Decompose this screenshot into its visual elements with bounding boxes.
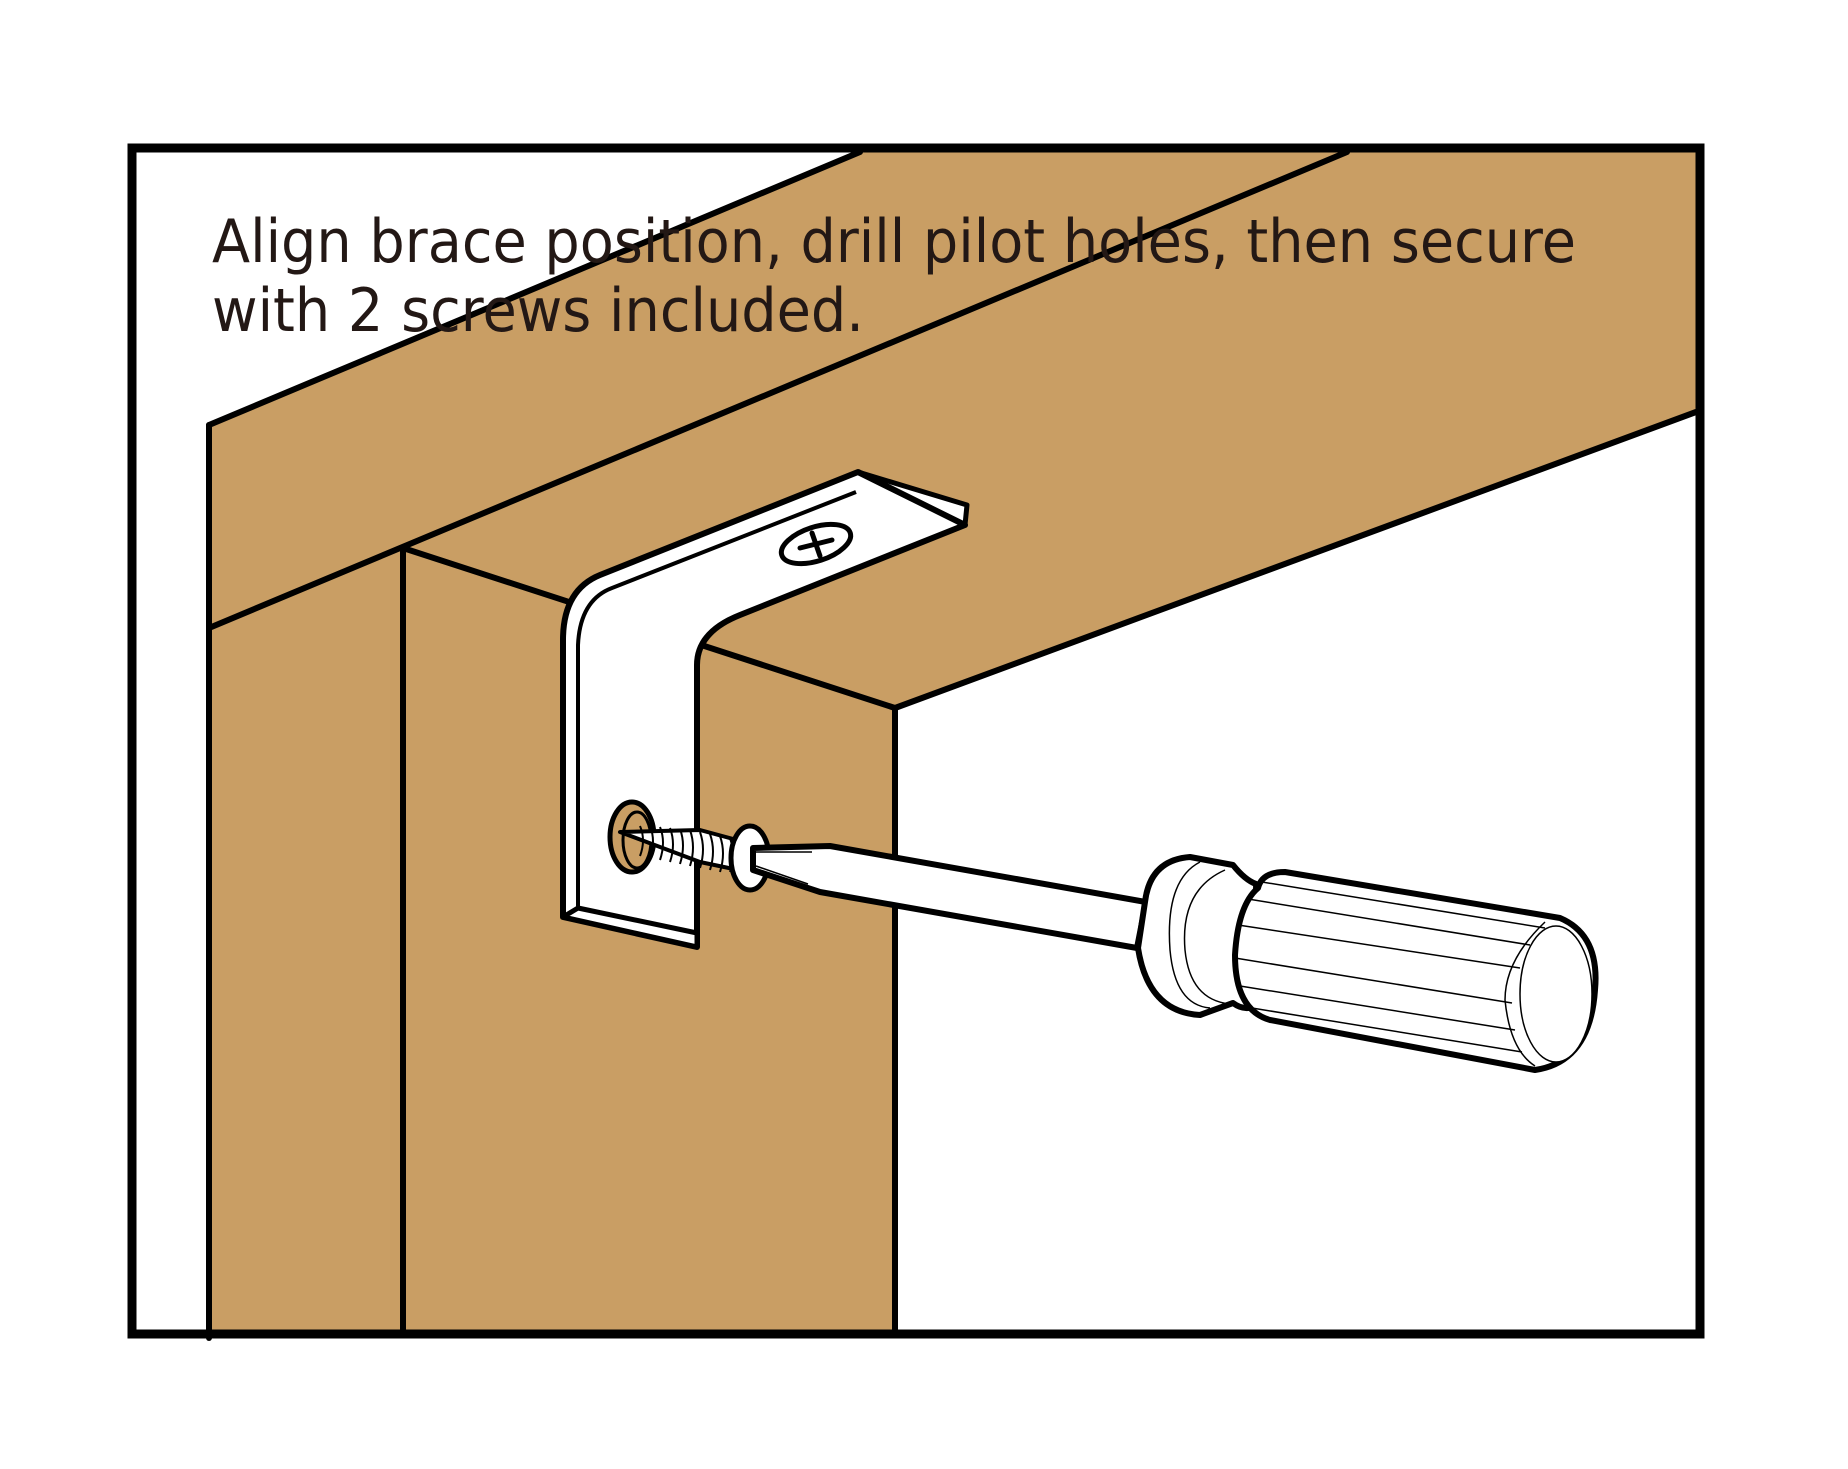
- panel-frame: [127, 143, 1705, 1339]
- instruction-line-2: with 2 screws included.: [212, 276, 864, 346]
- instruction-line-1: Align brace position, drill pilot holes,…: [212, 207, 1576, 277]
- screwdriver-icon: [750, 843, 1599, 1073]
- installed-screw-head-icon: [778, 521, 854, 567]
- wood-surface: [209, 152, 1696, 1330]
